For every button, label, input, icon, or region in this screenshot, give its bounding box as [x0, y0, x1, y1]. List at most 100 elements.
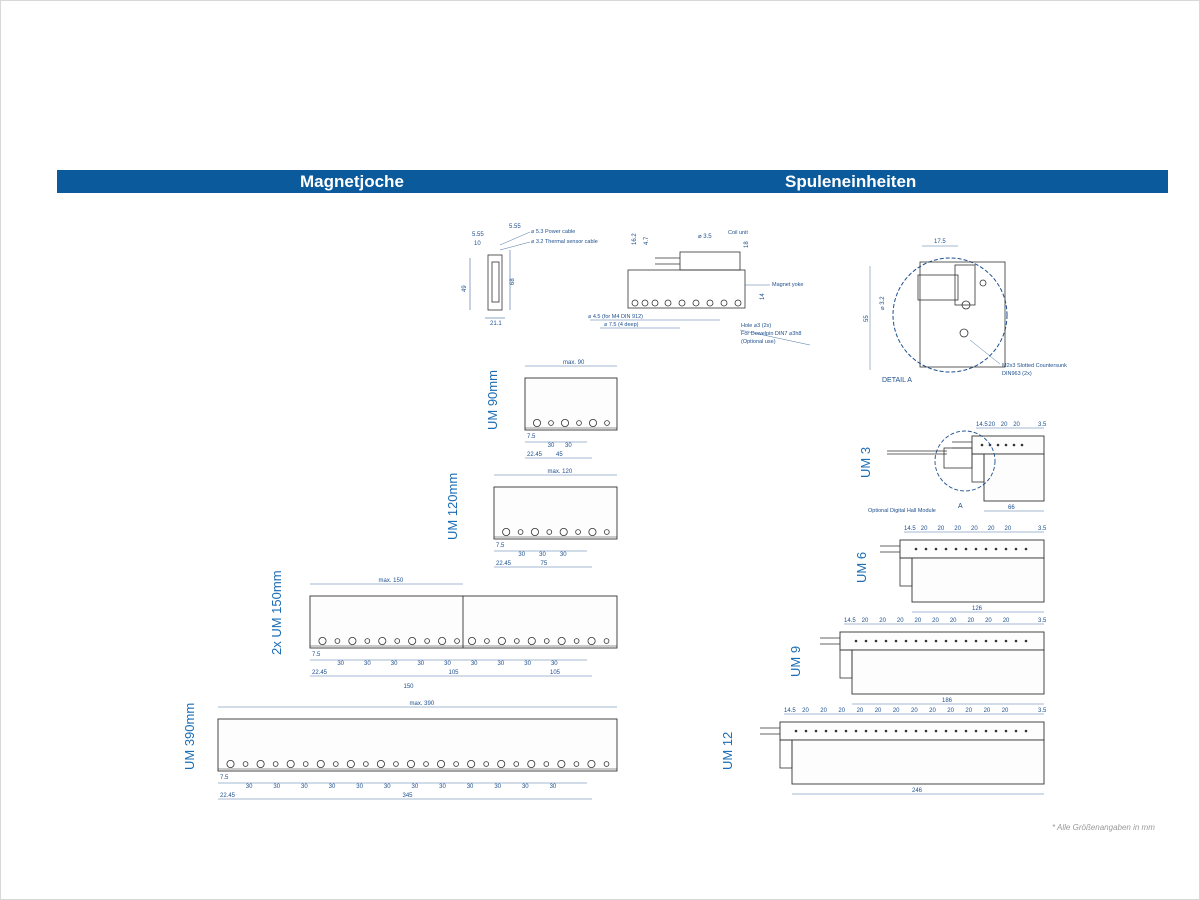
yoke-hole	[453, 761, 459, 767]
yoke-hole	[256, 760, 265, 769]
coil-hole	[974, 639, 978, 643]
coil-hole	[884, 729, 888, 733]
dim-section-1: 10	[474, 241, 481, 247]
note-hole-deep: ⌀ 7.5 (4 deep)	[604, 322, 639, 328]
coil-top-dim: 20	[1005, 526, 1012, 532]
yoke-pitch-dim: 30	[522, 784, 529, 790]
coil-view-label: UM 9	[788, 646, 803, 677]
coil-hole	[1020, 443, 1024, 447]
coil-hole	[864, 729, 868, 733]
coil-yoke-body	[791, 739, 1045, 785]
side-coil-outline	[679, 251, 741, 271]
coil-top-dim: 20	[838, 708, 845, 714]
coil-top-dim: 20	[1013, 422, 1020, 428]
coil-hole	[1024, 729, 1028, 733]
coil-hole	[904, 639, 908, 643]
coil-yoke-body	[851, 649, 1045, 695]
section-inner	[491, 261, 500, 303]
note-slotted-screw: M2x3 Slotted Countersunk	[1002, 363, 1067, 369]
coil-top-dim: 20	[950, 618, 957, 624]
yoke-hole	[424, 638, 430, 644]
yoke-hole	[394, 638, 401, 644]
yoke-bottom-dim: 22.45	[312, 670, 328, 676]
coil-top-dim: 20	[862, 618, 869, 624]
coil-hole	[974, 729, 978, 733]
coil-hole	[944, 729, 948, 733]
yoke-hole	[376, 760, 385, 769]
yoke-pitch-dim: 7.5	[496, 543, 505, 549]
yoke-hole	[603, 638, 610, 644]
yoke-bottom-dim: 22.45	[220, 793, 236, 799]
yoke-pitch-dim: 30	[329, 784, 336, 790]
yoke-hole	[546, 529, 553, 535]
coil-top-dim: 20	[971, 526, 978, 532]
dim-side-2: ⌀ 3.5	[698, 234, 712, 240]
coil-hole	[934, 729, 938, 733]
dim-detail-1: 55	[864, 315, 870, 322]
yoke-hole	[527, 760, 536, 769]
yoke-hole	[346, 760, 355, 769]
yoke-bottom-dim: 105	[550, 670, 561, 676]
yoke-hole	[226, 760, 235, 769]
dim-section-5: 21.1	[490, 321, 502, 327]
yoke-hole	[437, 760, 446, 769]
coil-strip	[899, 539, 1045, 559]
yoke-pitch-dim: 30	[548, 443, 555, 449]
coil-hole	[864, 639, 868, 643]
coil-hole	[894, 729, 898, 733]
coil-top-dim: 20	[875, 708, 882, 714]
coil-hole	[1024, 639, 1028, 643]
dim-section-3: 49	[462, 285, 468, 292]
coil-hole	[834, 729, 838, 733]
coil-view-label: UM 6	[854, 552, 869, 583]
coil-hole	[964, 547, 968, 551]
yoke-hole	[318, 637, 327, 646]
coil-hole	[984, 729, 988, 733]
yoke-pitch-dim: 30	[498, 661, 505, 667]
footer-units-note: * Alle Größenangaben in mm	[1052, 823, 1155, 832]
yoke-hole	[533, 418, 542, 427]
yoke-bottom-dim: 105	[449, 670, 460, 676]
yoke-hole	[364, 638, 371, 644]
coil-hole	[904, 729, 908, 733]
coil-hole	[804, 729, 808, 733]
yoke-side-view	[590, 251, 811, 346]
yoke-hole	[604, 420, 610, 426]
coil-top-dim: 20	[1003, 618, 1010, 624]
coil-top-dim: 3.5	[1038, 708, 1047, 714]
yoke-hole	[561, 418, 570, 427]
coil-hole	[854, 729, 858, 733]
yoke-hole	[406, 760, 415, 769]
yoke-pitch-dim: 30	[560, 552, 567, 558]
yoke-hole	[484, 638, 490, 644]
yoke-pitch-dim: 30	[550, 784, 557, 790]
yoke-hole	[530, 528, 539, 537]
yoke-body	[524, 377, 618, 431]
yoke-view-label: UM 90mm	[485, 370, 500, 430]
yoke-body	[309, 595, 618, 649]
coil-top-dim: 3.5	[1038, 526, 1047, 532]
dim-side-0: 16.2	[632, 233, 638, 245]
yoke-hole	[272, 761, 279, 767]
yoke-view-label: UM 390mm	[182, 703, 197, 770]
coil-bottom-dim: 186	[942, 698, 953, 704]
yoke-max-dim: max. 150	[379, 578, 404, 584]
yoke-body	[493, 486, 618, 540]
yoke-hole	[548, 420, 554, 426]
coil-top-dim: 20	[879, 618, 886, 624]
coil-hole	[1012, 443, 1016, 447]
coil-top-dim: 20	[820, 708, 827, 714]
coil-hole	[874, 729, 878, 733]
coil-top-dim: 20	[802, 708, 809, 714]
yoke-pitch-dim: 30	[417, 661, 424, 667]
yoke-hole	[378, 637, 387, 646]
yoke-max-dim: max. 120	[548, 469, 573, 475]
yoke-hole	[587, 637, 596, 646]
yoke-bottom-dim: 345	[403, 793, 414, 799]
coil-hole	[854, 639, 858, 643]
coil-top-dim: 20	[967, 618, 974, 624]
